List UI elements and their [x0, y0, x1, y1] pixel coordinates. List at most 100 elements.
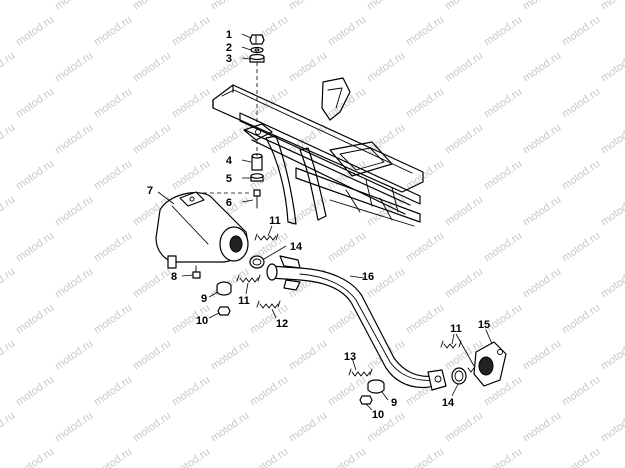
watermark-text: motod.ru	[404, 14, 446, 49]
watermark-text: motod.ru	[92, 230, 134, 265]
watermark-text: motod.ru	[482, 86, 524, 121]
watermark-text: motod.ru	[92, 158, 134, 193]
callout-3: 3	[226, 53, 232, 65]
watermark-text: motod.ru	[599, 338, 625, 373]
callout-9b: 9	[391, 397, 397, 409]
watermark-text: motod.ru	[560, 86, 602, 121]
watermark-text: motod.ru	[170, 14, 212, 49]
muffler-bolt	[192, 265, 201, 279]
watermark-text: motod.ru	[443, 194, 485, 229]
watermark-text: motod.ru	[0, 410, 17, 445]
watermark-text: motod.ru	[14, 302, 56, 337]
watermark-text: motod.ru	[482, 230, 524, 265]
watermark-text: motod.ru	[248, 446, 290, 468]
watermark-text: motod.ru	[287, 0, 329, 12]
callout-2: 2	[226, 42, 232, 54]
watermark-text: motod.ru	[92, 302, 134, 337]
callout-8: 8	[171, 271, 177, 283]
watermark-text: motod.ru	[92, 374, 134, 409]
watermark-text: motod.ru	[404, 446, 446, 468]
watermark-text: motod.ru	[170, 446, 212, 468]
watermark-text: motod.ru	[560, 302, 602, 337]
watermark-text: motod.ru	[0, 266, 17, 301]
rubber-mount-left	[216, 281, 232, 296]
right-exhaust-port	[440, 340, 507, 387]
watermark-text: motod.ru	[287, 410, 329, 445]
watermark-text: motod.ru	[14, 14, 56, 49]
frame-drawing	[212, 77, 424, 227]
watermark-text: motod.ru	[560, 14, 602, 49]
watermark-text: motod.ru	[209, 122, 251, 157]
callout-13: 13	[344, 351, 356, 363]
watermark-text: motod.ru	[248, 86, 290, 121]
watermark-text: motod.ru	[92, 446, 134, 468]
callout-14a: 14	[290, 241, 303, 253]
watermark-text: motod.ru	[443, 410, 485, 445]
callout-4: 4	[226, 155, 233, 167]
gasket-left	[249, 255, 265, 269]
watermark-text: motod.ru	[365, 0, 407, 12]
watermark-text: motod.ru	[287, 50, 329, 85]
watermark-text: motod.ru	[0, 194, 17, 229]
watermark-text: motod.ru	[53, 122, 95, 157]
watermark-text: motod.ru	[365, 122, 407, 157]
watermark-text: motod.ru	[0, 338, 17, 373]
watermark-text: motod.ru	[560, 374, 602, 409]
leader-lines	[157, 33, 493, 411]
callout-7: 7	[147, 185, 153, 197]
watermark-text: motod.ru	[443, 0, 485, 12]
watermark-text: motod.ru	[53, 266, 95, 301]
watermark-text: motod.ru	[92, 14, 134, 49]
watermark-text: motod.ru	[14, 86, 56, 121]
watermark-text: motod.ru	[131, 122, 173, 157]
callout-12: 12	[276, 318, 288, 330]
upper-mount-hardware	[196, 34, 265, 209]
watermark-text: motod.ru	[599, 0, 625, 12]
callout-9a: 9	[201, 293, 207, 305]
watermark-text: motod.ru	[53, 50, 95, 85]
watermark-text: motod.ru	[0, 0, 17, 12]
watermark-text: motod.ru	[404, 86, 446, 121]
watermark-text: motod.ru	[599, 410, 625, 445]
callout-10b: 10	[372, 409, 384, 421]
watermark-text: motod.ru	[53, 338, 95, 373]
watermark-text: motod.ru	[365, 194, 407, 229]
watermark-text: motod.ru	[443, 50, 485, 85]
watermark-text: motod.ru	[482, 14, 524, 49]
callout-11a: 11	[269, 215, 281, 227]
watermark-text: motod.ru	[92, 86, 134, 121]
watermark-text: motod.ru	[131, 266, 173, 301]
callout-16: 16	[362, 271, 374, 283]
callout-11c: 11	[450, 323, 462, 335]
watermark-text: motod.ru	[443, 122, 485, 157]
watermark-text: motod.ru	[599, 266, 625, 301]
watermark-text: motod.ru	[521, 338, 563, 373]
watermark-text: motod.ru	[443, 266, 485, 301]
right-lower-hardware	[348, 368, 385, 405]
callout-labels: 1 2 3 4 5 6 7 8 9 10 11 11 12 13 10 9 11…	[147, 29, 490, 421]
watermark-text: motod.ru	[404, 158, 446, 193]
head-pipe	[266, 255, 447, 391]
watermark-text: motod.ru	[326, 86, 368, 121]
watermark-text: motod.ru	[131, 410, 173, 445]
watermark-text: motod.ru	[521, 266, 563, 301]
watermark-text: motod.ru	[170, 86, 212, 121]
watermark-text: motod.ru	[599, 122, 625, 157]
watermark-text: motod.ru	[0, 50, 17, 85]
watermark-text: motod.ru	[53, 410, 95, 445]
watermark-text: motod.ru	[404, 230, 446, 265]
watermark-text: motod.ru	[248, 374, 290, 409]
watermark-text: motod.ru	[326, 446, 368, 468]
watermark-text: motod.ru	[14, 374, 56, 409]
watermark-text: motod.ru	[560, 158, 602, 193]
callout-5: 5	[226, 173, 232, 185]
watermark-text: motod.ru	[326, 230, 368, 265]
watermark-text: motod.ru	[599, 50, 625, 85]
watermark-text: motod.ru	[287, 338, 329, 373]
watermark-text: motod.ru	[326, 14, 368, 49]
watermark-text: motod.ru	[482, 158, 524, 193]
watermark-text: motod.ru	[521, 194, 563, 229]
watermark-text: motod.ru	[53, 0, 95, 12]
